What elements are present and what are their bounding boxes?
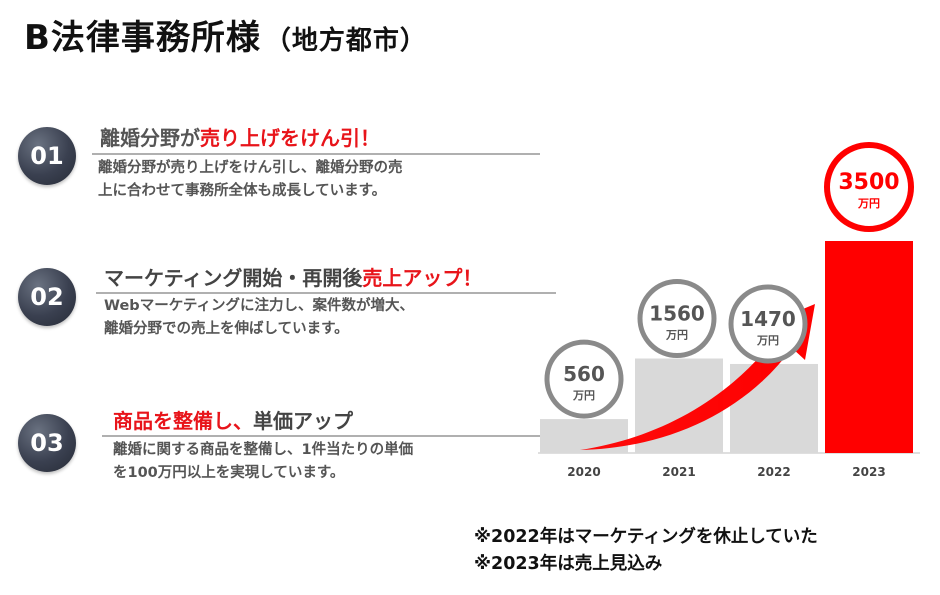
value-ring — [824, 142, 914, 232]
point-heading: 離婚分野が売り上げをけん引！ — [100, 122, 380, 151]
point-heading: 商品を整備し、単価アップ — [113, 405, 353, 434]
body-line: 離婚分野での売上を伸ばしています。 — [104, 321, 349, 337]
page-title-main: B法律事務所様 — [24, 18, 261, 58]
divider — [96, 292, 556, 294]
bar-2020 — [540, 419, 628, 453]
value-ring — [728, 284, 808, 364]
value-label: 3500 — [838, 170, 899, 195]
divider — [102, 435, 554, 437]
value-ring — [637, 279, 717, 359]
point-02: 02 マーケティング開始・再開後売上アップ！ Webマーケティングに注力し、案件… — [18, 262, 556, 352]
point-03: 03 商品を整備し、単価アップ 離婚に関する商品を整備し、1件当たりの単価 を1… — [18, 400, 554, 492]
footnote: ※2023年は売上見込み — [474, 554, 663, 574]
value-label: 560 — [563, 362, 605, 386]
point-body: 離婚に関する商品を整備し、1件当たりの単価 を100万円以上を実現しています。 — [113, 439, 413, 485]
footnotes: ※2022年はマーケティングを休止していた ※2023年は売上見込み — [474, 524, 818, 578]
category-label: 2021 — [662, 465, 695, 479]
heading-highlight: 売り上げをけん引！ — [200, 126, 380, 150]
body-line: 上に合わせて事務所全体も成長しています。 — [98, 183, 387, 199]
page-title-sub: （地方都市） — [264, 26, 427, 56]
bar-2023 — [825, 241, 913, 453]
heading-text: マーケティング開始・再開後 — [104, 266, 363, 290]
value-label: 1560 — [649, 302, 705, 326]
heading-text: 単価アップ — [253, 409, 353, 433]
heading-text: 離婚分野が — [100, 126, 200, 150]
heading-highlight: 商品を整備し、 — [113, 409, 253, 433]
body-line: 離婚に関する商品を整備し、1件当たりの単価 — [113, 442, 414, 458]
unit-label: 万円 — [857, 197, 880, 210]
point-body: Webマーケティングに注力し、案件数が増大、 離婚分野での売上を伸ばしています。 — [104, 295, 414, 341]
unit-label: 万円 — [756, 334, 779, 347]
unit-label: 万円 — [665, 329, 688, 342]
unit-label: 万円 — [572, 389, 595, 402]
category-label: 2020 — [567, 465, 600, 479]
point-heading: マーケティング開始・再開後売上アップ！ — [104, 262, 482, 291]
body-line: を100万円以上を実現しています。 — [113, 465, 345, 481]
point-badge: 03 — [18, 414, 76, 472]
body-line: Webマーケティングに注力し、案件数が増大、 — [104, 298, 415, 314]
category-label: 2022 — [757, 465, 790, 479]
heading-highlight: 売上アップ！ — [362, 266, 483, 290]
divider — [92, 153, 540, 155]
point-01: 01 離婚分野が売り上げをけん引！ 離婚分野が売り上げをけん引し、離婚分野の売 … — [18, 122, 540, 212]
page-title: B法律事務所様（地方都市） — [24, 10, 427, 59]
point-badge: 01 — [18, 127, 76, 185]
category-label: 2023 — [852, 465, 885, 479]
value-ring — [544, 339, 624, 419]
footnote: ※2022年はマーケティングを休止していた — [474, 527, 818, 547]
value-label: 1470 — [740, 307, 796, 331]
point-body: 離婚分野が売り上げをけん引し、離婚分野の売 上に合わせて事務所全体も成長していま… — [98, 157, 403, 203]
body-line: 離婚分野が売り上げをけん引し、離婚分野の売 — [98, 160, 403, 176]
point-badge: 02 — [18, 268, 76, 326]
